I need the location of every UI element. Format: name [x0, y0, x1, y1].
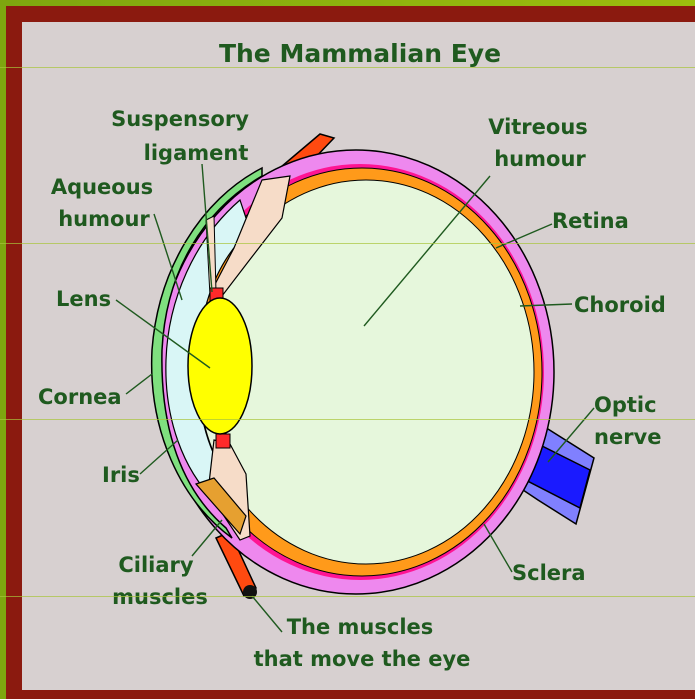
lower-suspensory-ligament — [216, 434, 230, 448]
ciliary-label-line2: muscles — [112, 585, 208, 609]
scanline — [0, 596, 695, 597]
sclera-label: Sclera — [512, 561, 586, 585]
scanline — [0, 67, 695, 68]
optic-label-line1: Optic — [594, 393, 657, 417]
suspensory-label-line1: Suspensory — [111, 107, 249, 131]
sclera-leader — [484, 524, 512, 572]
cornea-label: Cornea — [38, 385, 122, 409]
aqueous-label-line2: humour — [58, 207, 150, 231]
diagram-title: The Mammalian Eye — [219, 39, 501, 68]
lens-label: Lens — [56, 287, 111, 311]
lens — [188, 298, 252, 434]
suspensory-label-line2: ligament — [144, 141, 249, 165]
iris-label: Iris — [102, 463, 140, 487]
ciliary-label-line1: Ciliary — [118, 553, 194, 577]
eye-muscles-label-line1: The muscles — [287, 615, 434, 639]
choroid-label: Choroid — [574, 293, 666, 317]
eye-muscles-leader — [252, 596, 282, 632]
retina-label: Retina — [552, 209, 629, 233]
cornea-leader — [126, 374, 152, 394]
aqueous-label-line1: Aqueous — [51, 175, 153, 199]
vitreous-label-line2: humour — [494, 147, 586, 171]
optic-label-line2: nerve — [594, 425, 661, 449]
scanline — [0, 243, 695, 244]
eye-muscles-label-line2: that move the eye — [254, 647, 471, 671]
vitreous-label-line1: Vitreous — [488, 115, 588, 139]
scanline — [0, 419, 695, 420]
